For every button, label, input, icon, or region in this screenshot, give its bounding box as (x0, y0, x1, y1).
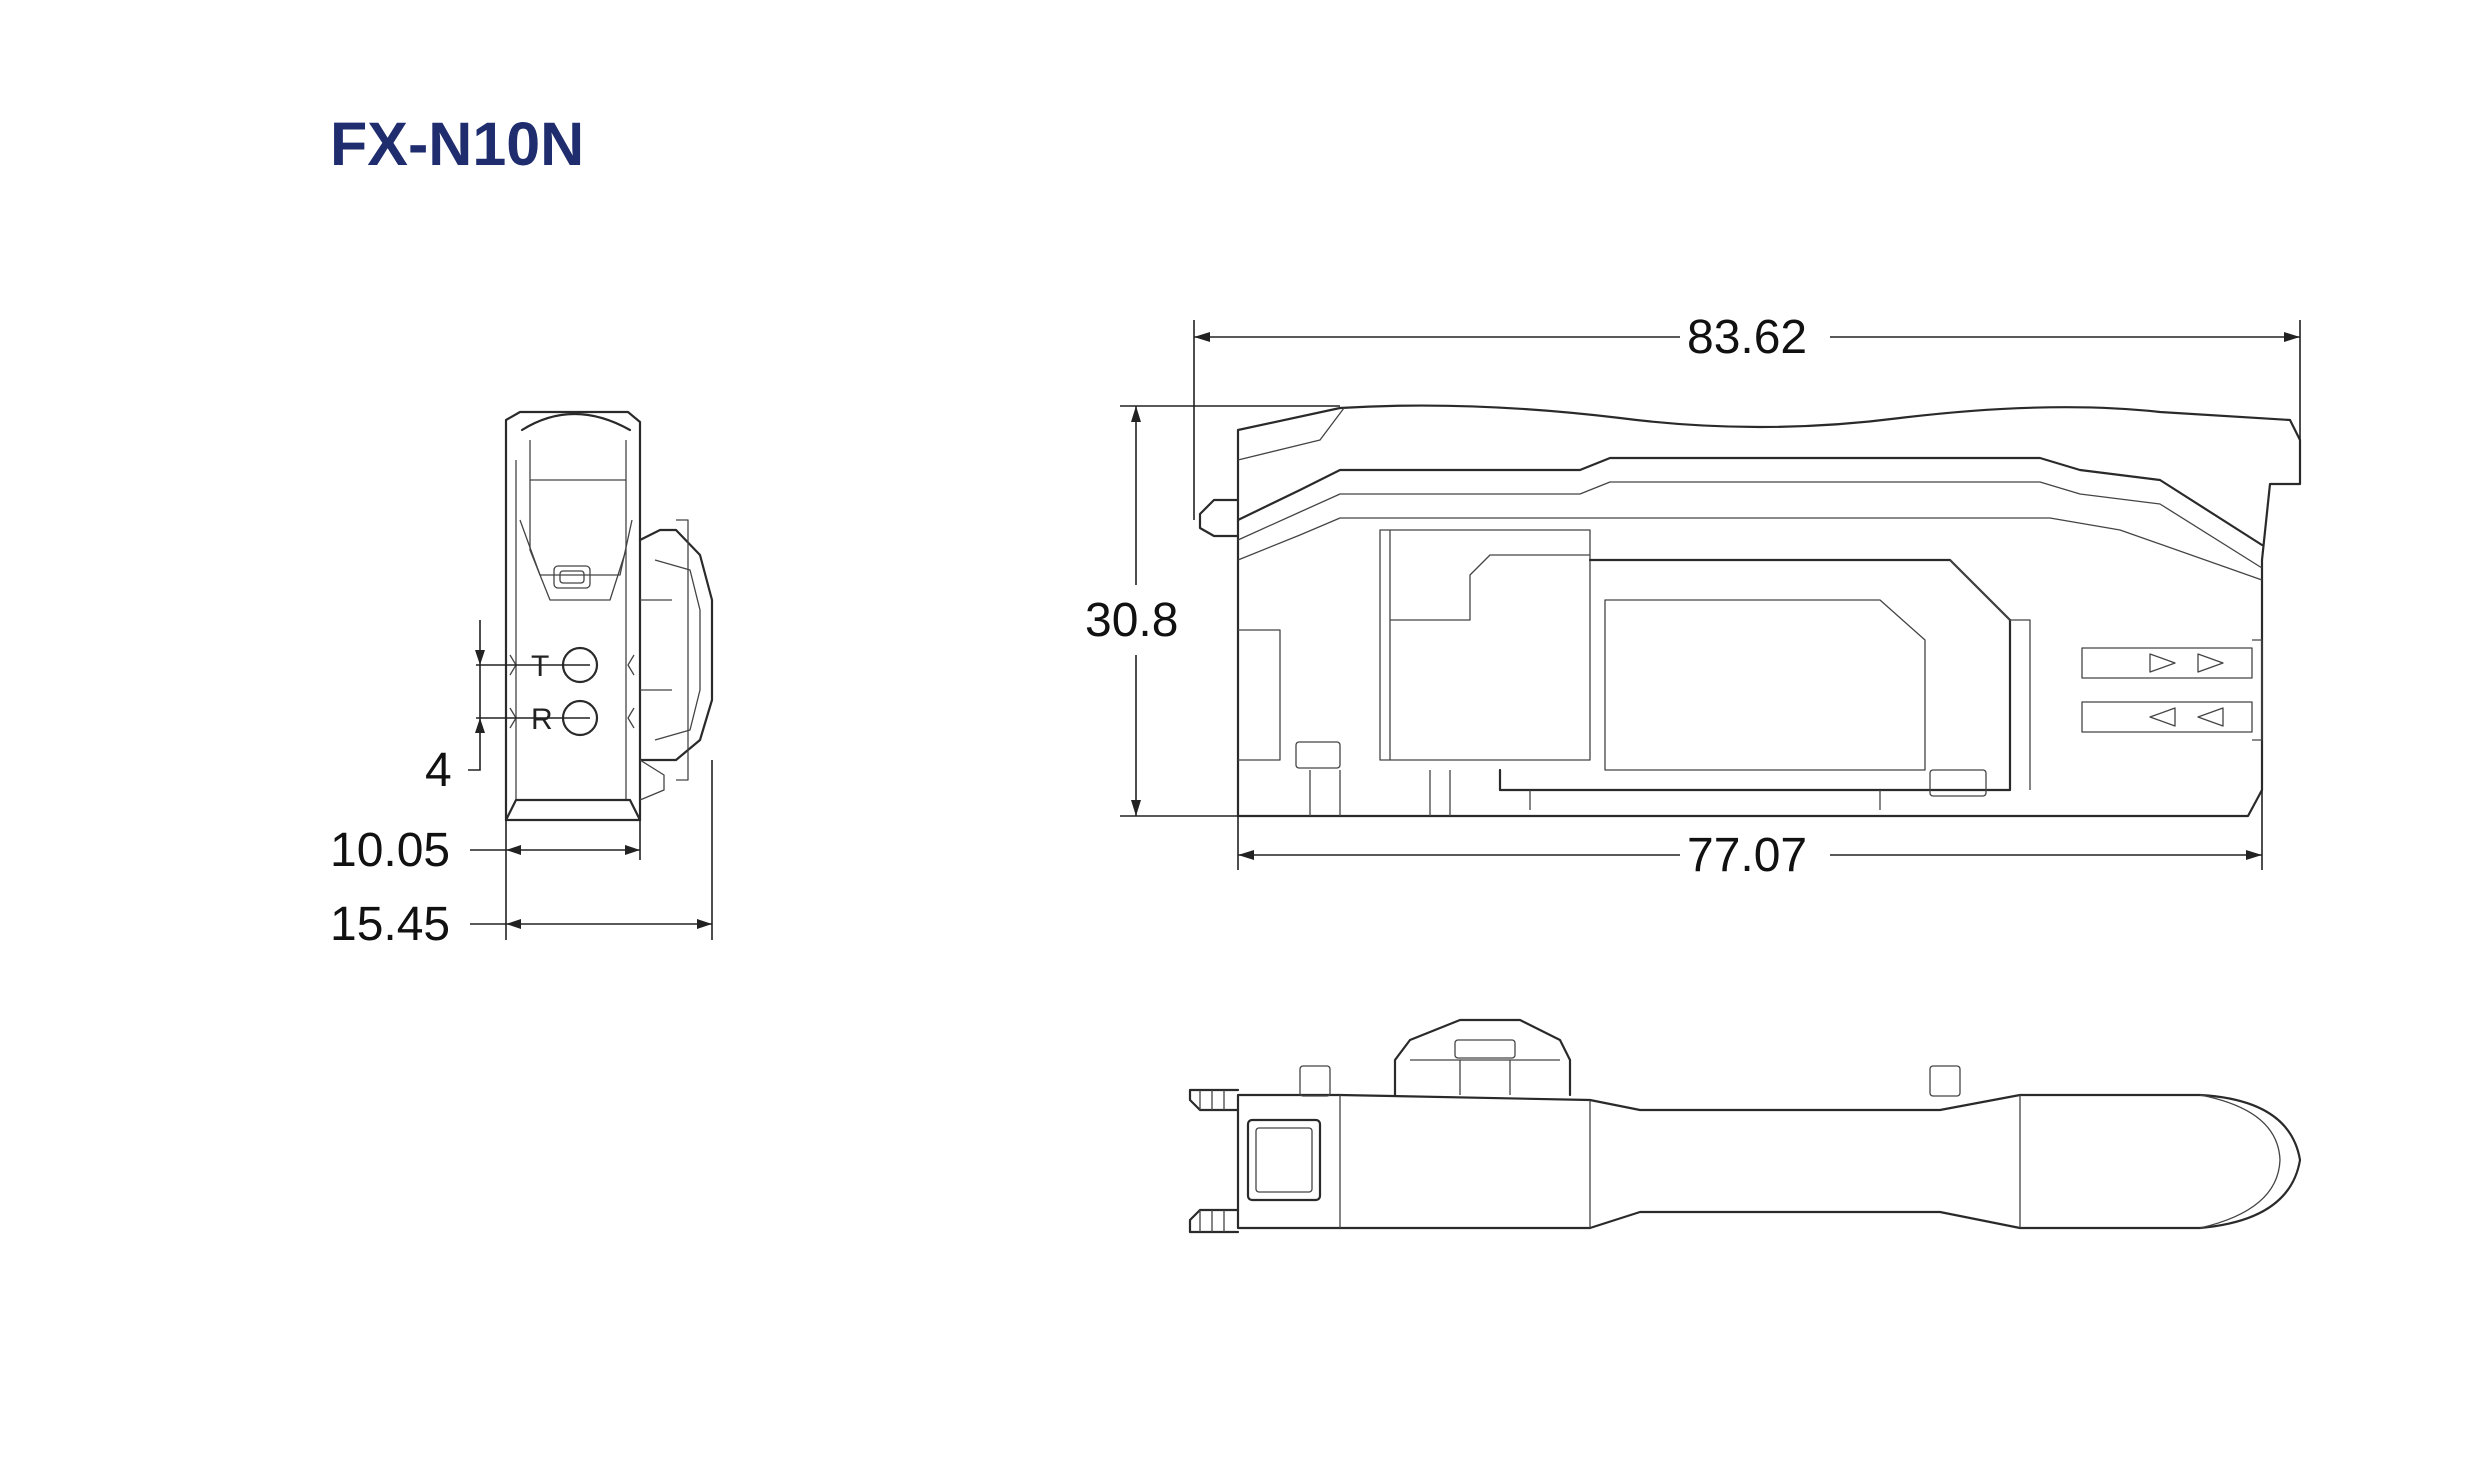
fiber-pitch-dimension: 4 (425, 744, 452, 797)
side-overall-width-dimension: 15.45 (330, 898, 450, 951)
side-inner-width-dimension: 10.05 (330, 824, 450, 877)
body-length-dimension: 77.07 (1687, 829, 1807, 882)
model-title: FX-N10N (330, 110, 584, 178)
top-view (1188, 1018, 2302, 1234)
overall-length-dimension: 83.62 (1687, 311, 1807, 364)
height-dimension: 30.8 (1085, 594, 1178, 647)
front-view: 83.62 77.07 30.8 (1085, 311, 2302, 882)
side-view: T R 4 10.05 15.45 (330, 410, 714, 951)
receive-port-label: R (531, 703, 553, 736)
transmit-port-label: T (531, 650, 549, 683)
